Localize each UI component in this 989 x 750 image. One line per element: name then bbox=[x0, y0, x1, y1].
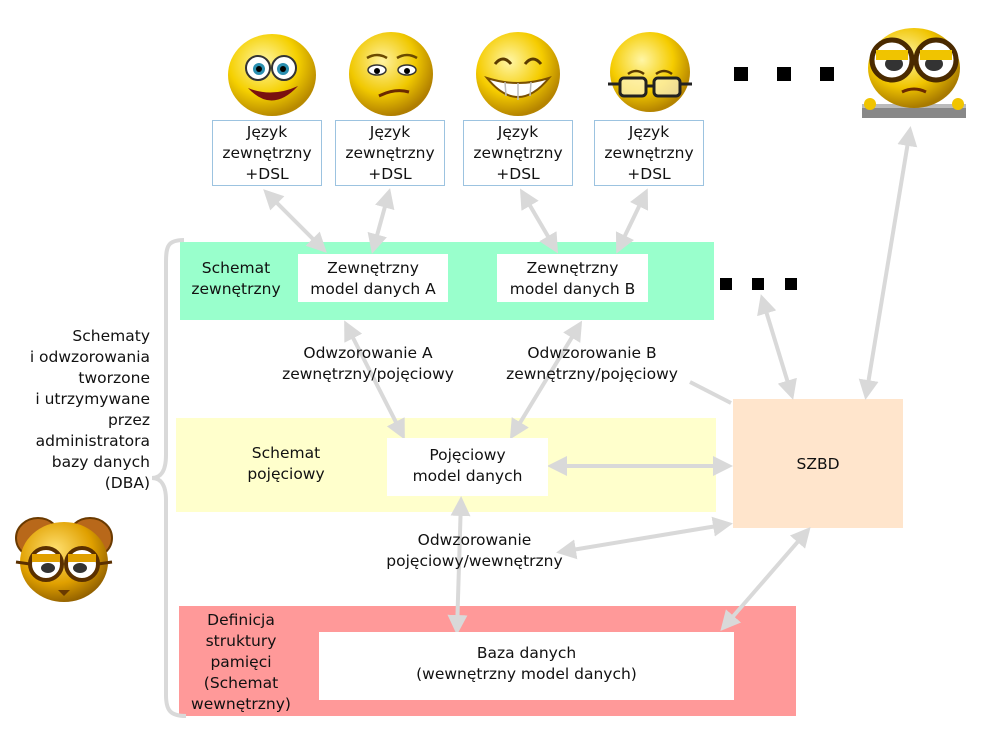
lang-line: zewnętrzny bbox=[604, 144, 694, 162]
box-line: Pojęciowy bbox=[429, 446, 506, 464]
external-model-a: Zewnętrzny model danych A bbox=[298, 254, 448, 302]
smiley-icon bbox=[228, 34, 316, 116]
label-line: wewnętrzny) bbox=[191, 695, 291, 713]
grin-icon bbox=[476, 32, 560, 116]
label-line: Odwzorowanie B bbox=[527, 344, 657, 362]
box-line: Zewnętrzny bbox=[327, 259, 419, 277]
ellipsis-dot bbox=[777, 67, 791, 81]
label-line: zewnętrzny/pojęciowy bbox=[506, 365, 678, 383]
owl-dba-icon bbox=[15, 517, 113, 602]
label-line: zewnętrzny bbox=[191, 280, 281, 298]
lang-line: zewnętrzny bbox=[222, 144, 312, 162]
box-line: Zewnętrzny bbox=[526, 259, 619, 277]
lang-line: +DSL bbox=[245, 165, 289, 183]
lang-line: +DSL bbox=[368, 165, 412, 183]
lang-line: Język bbox=[246, 123, 288, 141]
database-box: Baza danych (wewnętrzny model danych) bbox=[319, 632, 734, 700]
conceptual-schema-label: Schemat pojęciowy bbox=[226, 443, 346, 485]
box-line: Baza danych bbox=[476, 644, 577, 662]
arrow-external-dbms bbox=[757, 294, 797, 400]
label-line: pojęciowy/wewnętrzny bbox=[386, 552, 563, 570]
label-line: pamięci bbox=[210, 653, 272, 671]
label-line: Definicja bbox=[207, 611, 275, 629]
lang-line: +DSL bbox=[627, 165, 671, 183]
lang-line: Język bbox=[497, 123, 539, 141]
external-schema-label: Schemat zewnętrzny bbox=[182, 258, 290, 300]
ellipsis-dot bbox=[820, 67, 834, 81]
label-line: Schemat bbox=[251, 444, 321, 462]
note-line: i utrzymywane bbox=[35, 390, 150, 408]
glasses-smiley-icon bbox=[608, 32, 692, 112]
lang-line: Język bbox=[628, 123, 670, 141]
note-line: administratora bbox=[35, 432, 150, 450]
lang-line: Język bbox=[369, 123, 411, 141]
label-line: (Schemat bbox=[203, 674, 279, 692]
external-language-box: Język zewnętrzny +DSL bbox=[335, 120, 445, 186]
label-line: Odwzorowanie bbox=[417, 531, 532, 549]
lang-line: +DSL bbox=[496, 165, 540, 183]
box-line: (wewnętrzny model danych) bbox=[416, 665, 637, 683]
dba-note: Schematy i odwzorowania tworzone i utrzy… bbox=[4, 326, 150, 494]
nerd-icon bbox=[862, 28, 966, 118]
label-line: Odwzorowanie A bbox=[303, 344, 433, 362]
dbms-label: SZBD bbox=[796, 455, 840, 473]
mapping-b-label: Odwzorowanie B zewnętrzny/pojęciowy bbox=[482, 343, 702, 385]
note-line: Schematy bbox=[72, 327, 150, 345]
conceptual-model-box: Pojęciowy model danych bbox=[387, 438, 548, 496]
ellipsis-dot bbox=[752, 278, 764, 290]
external-language-box: Język zewnętrzny +DSL bbox=[212, 120, 322, 186]
external-language-box: Język zewnętrzny +DSL bbox=[594, 120, 704, 186]
label-line: zewnętrzny/pojęciowy bbox=[282, 365, 454, 383]
mapping-internal-label: Odwzorowanie pojęciowy/wewnętrzny bbox=[352, 530, 597, 572]
smirk-icon bbox=[349, 32, 433, 116]
label-line: struktury bbox=[205, 632, 277, 650]
note-line: bazy danych bbox=[51, 453, 150, 471]
lang-line: zewnętrzny bbox=[345, 144, 435, 162]
ellipsis-dot bbox=[720, 278, 732, 290]
ellipsis-dot bbox=[734, 67, 748, 81]
label-line: Schemat bbox=[201, 259, 271, 277]
note-line: przez bbox=[107, 411, 150, 429]
arrow-nerd-dbms bbox=[858, 126, 918, 400]
note-line: i odwzorowania bbox=[29, 348, 150, 366]
box-line: model danych bbox=[412, 467, 523, 485]
external-language-box: Język zewnętrzny +DSL bbox=[463, 120, 573, 186]
lang-line: zewnętrzny bbox=[473, 144, 563, 162]
note-line: (DBA) bbox=[104, 474, 150, 492]
box-line: model danych B bbox=[509, 280, 636, 298]
external-model-b: Zewnętrzny model danych B bbox=[497, 254, 648, 302]
internal-schema-label: Definicja struktury pamięci (Schemat wew… bbox=[176, 610, 306, 715]
connector-mapping-b-dbms bbox=[689, 380, 732, 405]
dbms-box bbox=[733, 399, 903, 528]
label-line: pojęciowy bbox=[247, 465, 325, 483]
ellipsis-dot bbox=[785, 278, 797, 290]
mapping-a-label: Odwzorowanie A zewnętrzny/pojęciowy bbox=[258, 343, 478, 385]
box-line: model danych A bbox=[310, 280, 436, 298]
note-line: tworzone bbox=[78, 369, 150, 387]
